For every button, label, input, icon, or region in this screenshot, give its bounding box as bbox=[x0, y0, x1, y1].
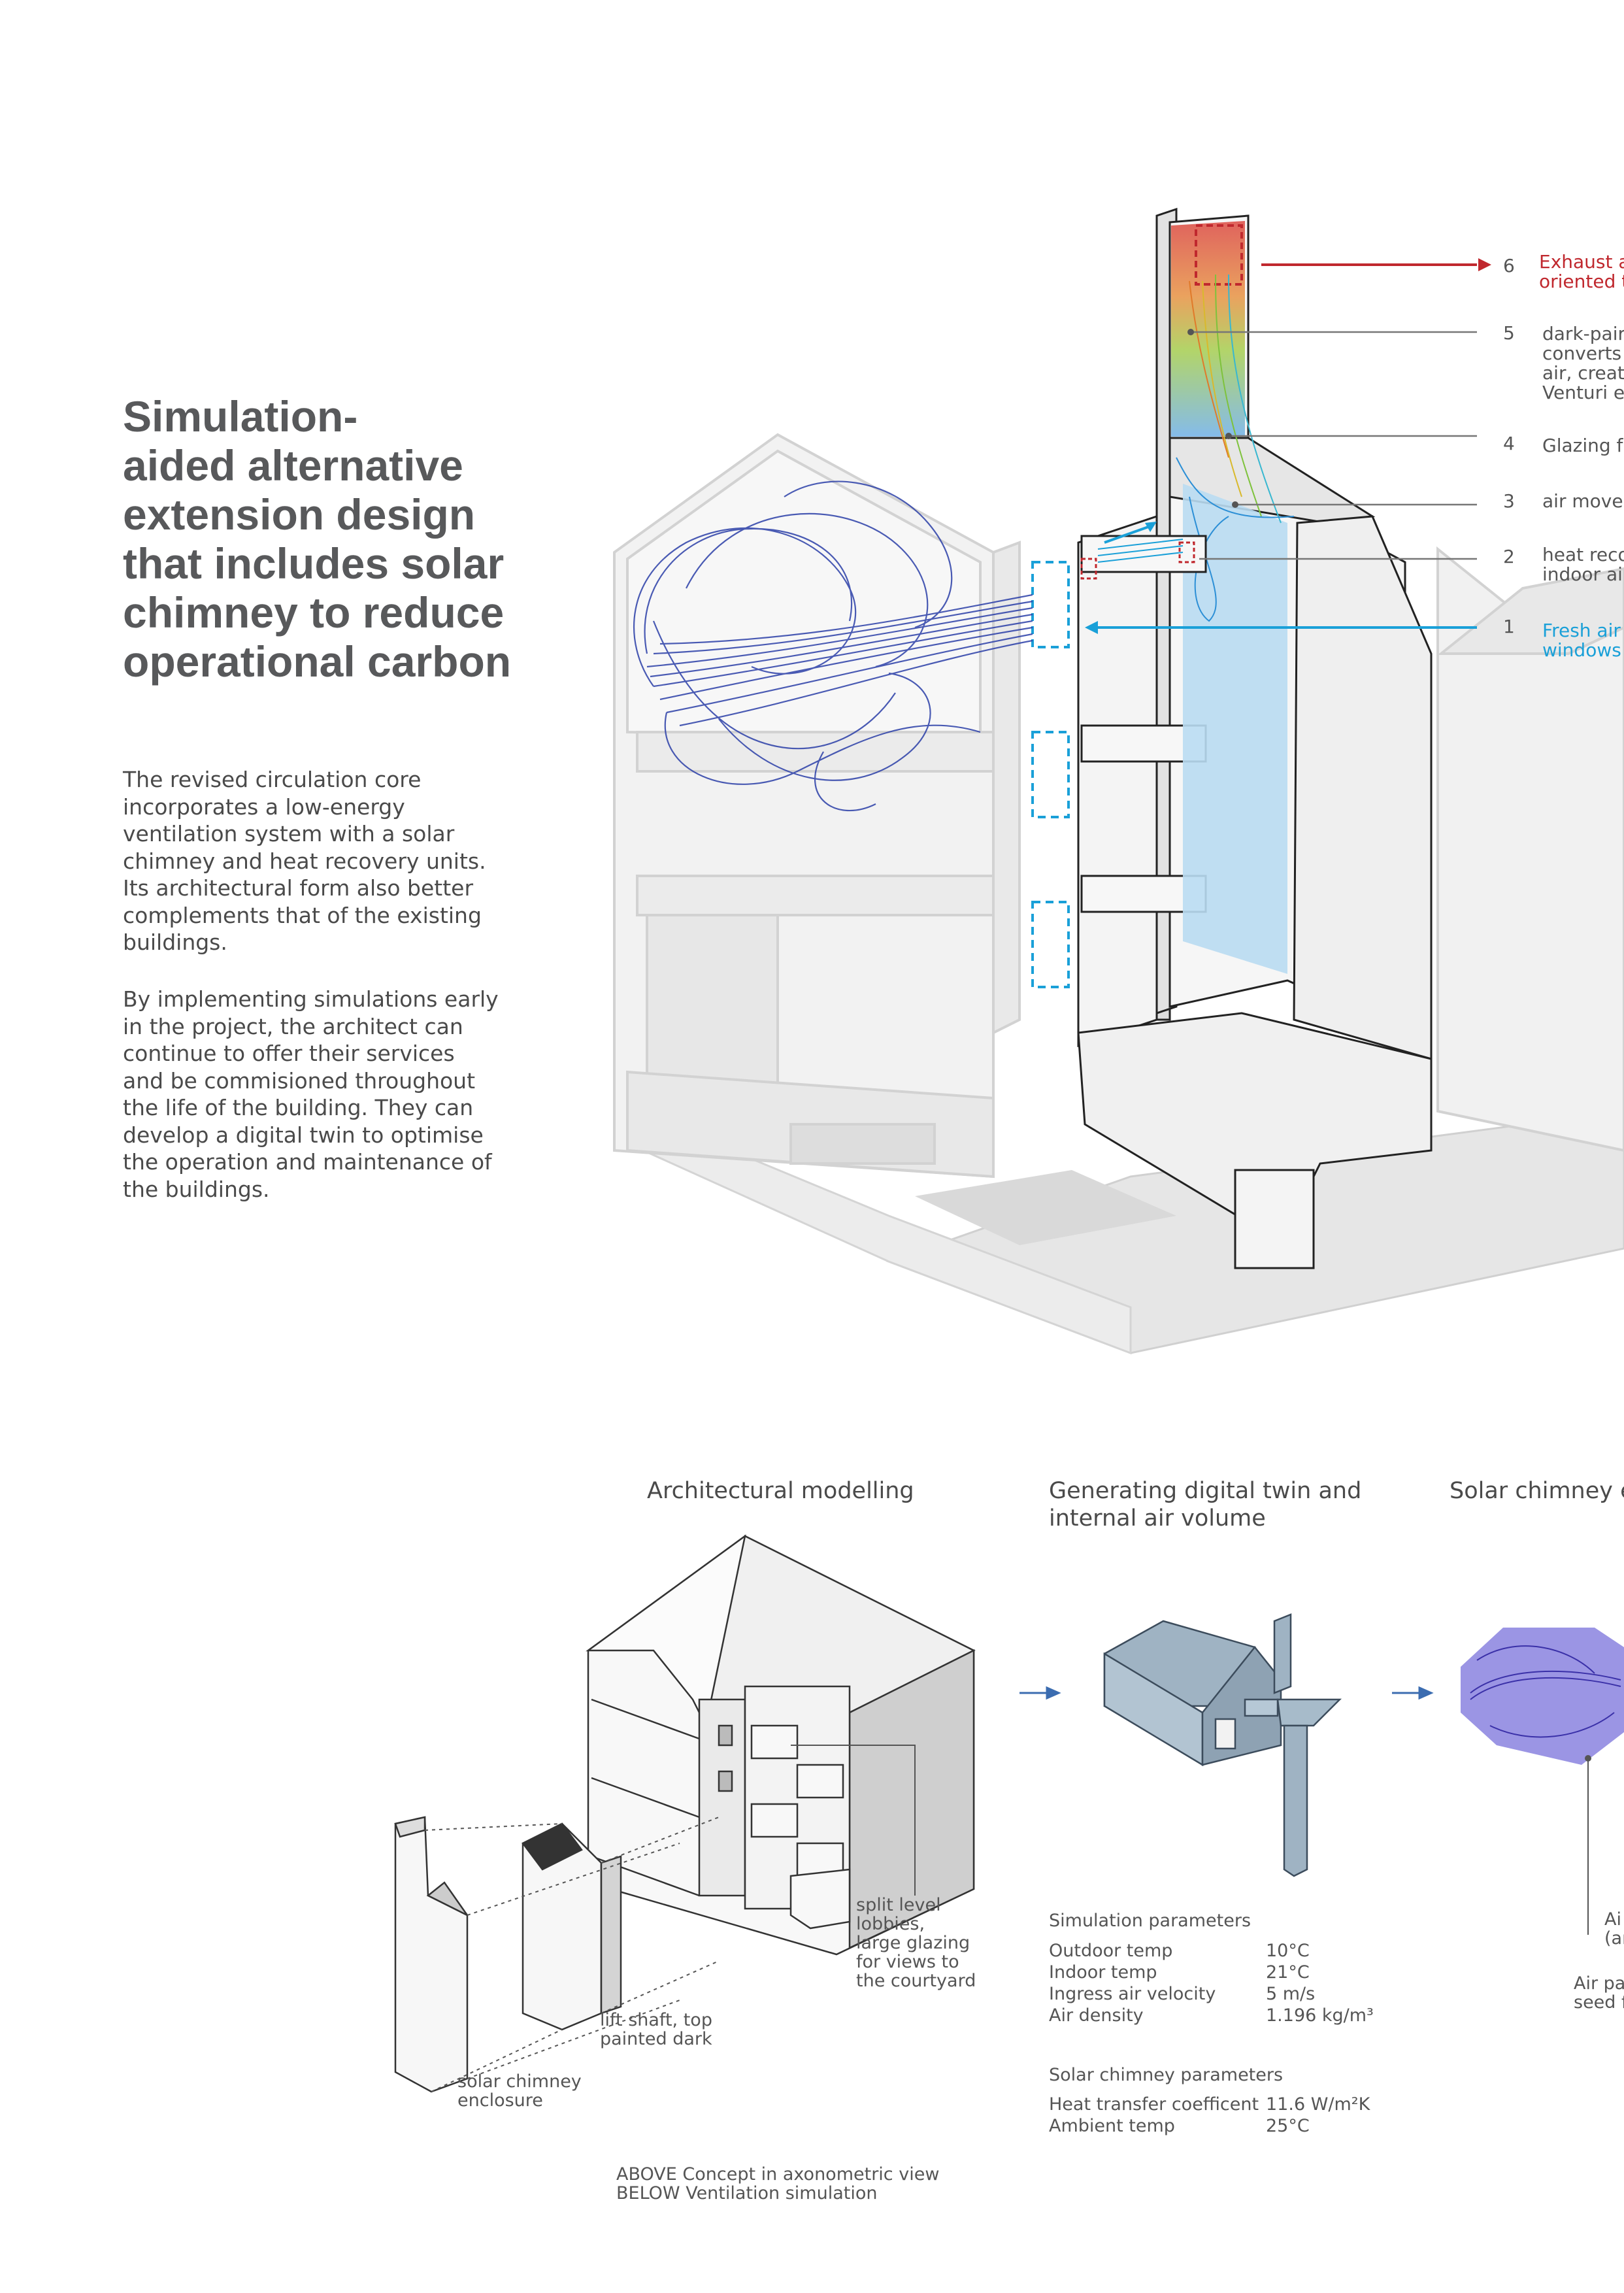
existing-building bbox=[613, 433, 1021, 1179]
solar-chimney-effect-model bbox=[1461, 1628, 1624, 1935]
page-title: Simulation- aided alternative extension … bbox=[123, 392, 512, 686]
callout-3-text: air mover bbox=[1542, 490, 1624, 512]
callout-6-number: 6 bbox=[1503, 255, 1515, 276]
sim-params-title: Simulation parameters bbox=[1049, 1911, 1251, 1931]
solar-chimney-model bbox=[394, 1816, 469, 2093]
step-architectural-modelling: Architectural modelling bbox=[647, 1478, 914, 1504]
chimney-params-title: Solar chimney parameters bbox=[1049, 2065, 1284, 2085]
callout-leaders bbox=[1085, 258, 1491, 634]
figure-caption: ABOVE Concept in axonometric view BELOW … bbox=[616, 2164, 940, 2203]
indoor-streamlines bbox=[633, 480, 1033, 812]
architectural-model bbox=[586, 1534, 976, 1956]
heat-recovery-lines bbox=[1097, 539, 1184, 563]
callout-2-number: 2 bbox=[1503, 546, 1515, 567]
glazing-panel bbox=[1183, 484, 1287, 974]
solar-chimney-gradient bbox=[1171, 221, 1245, 437]
callout-5-number: 5 bbox=[1503, 322, 1515, 344]
callout-4-number: 4 bbox=[1503, 433, 1515, 454]
callout-3-number: 3 bbox=[1503, 490, 1515, 512]
digital-twin-model bbox=[1103, 1613, 1342, 1877]
step-solar-chimney-effect: Solar chimney ef bbox=[1450, 1478, 1624, 1504]
neighbour-building bbox=[1436, 546, 1624, 1152]
split-lobby-leader bbox=[791, 1745, 916, 1896]
label-partial-air: Ai(ar bbox=[1604, 1909, 1624, 1949]
heat-recovery-box bbox=[1080, 535, 1207, 573]
callout-1-number: 1 bbox=[1503, 616, 1515, 637]
exploded-dotted-lines bbox=[424, 1816, 720, 2092]
body-paragraph-1: The revised circulation core incorporate… bbox=[123, 767, 486, 955]
step-arrows bbox=[1019, 1686, 1434, 1700]
exhaust-box bbox=[1195, 224, 1243, 286]
callout-4-text: Glazing fa bbox=[1542, 435, 1624, 456]
body-paragraph-2: By implementing simulations early in the… bbox=[123, 986, 499, 1202]
fresh-air-windows bbox=[1031, 561, 1070, 988]
callout-6-text: Exhaust aioriented t bbox=[1539, 251, 1624, 292]
